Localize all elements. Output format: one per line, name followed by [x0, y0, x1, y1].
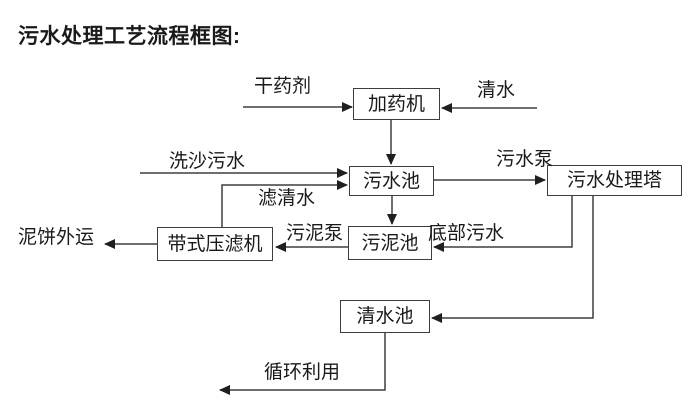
edge-tower-to-clean-water-pool-arrow — [431, 196, 594, 323]
edge-label-mud-cake-out: 泥饼外运 — [18, 227, 95, 248]
node-dosing-machine-label: 加药机 — [367, 93, 425, 115]
edge-label-bottom-sewage: 底部污水 — [428, 223, 505, 244]
node-clean-water-pool-label: 清水池 — [356, 306, 414, 327]
edge-label-sand-washing-sewage: 洗沙污水 — [169, 151, 246, 172]
node-dosing-machine: 加药机 — [353, 88, 440, 120]
edge-label-dry-agent: 干药剂 — [254, 76, 312, 97]
edge-label-filtered-water: 滤清水 — [258, 188, 316, 209]
edge-label-recycle: 循环利用 — [264, 362, 341, 383]
page-title: 污水处理工艺流程框图: — [18, 25, 241, 48]
edge-label-sewage-pump: 污水泵 — [496, 149, 554, 170]
node-sludge-pool-label: 污泥池 — [361, 232, 419, 254]
node-clean-water-pool: 清水池 — [340, 300, 430, 333]
edge-label-sludge-pump: 污泥泵 — [286, 223, 344, 244]
node-belt-filter-press: 带式压滤机 — [157, 227, 273, 261]
edge-label-clean-water: 清水 — [477, 80, 516, 101]
node-sludge-pool: 污泥池 — [348, 226, 432, 260]
node-sewage-treatment-tower-label: 污水处理塔 — [566, 170, 662, 191]
node-sewage-treatment-tower: 污水处理塔 — [547, 165, 682, 196]
node-belt-filter-press-label: 带式压滤机 — [167, 233, 263, 255]
node-sewage-pool-label: 污水池 — [362, 170, 420, 192]
node-sewage-pool: 污水池 — [349, 166, 434, 196]
